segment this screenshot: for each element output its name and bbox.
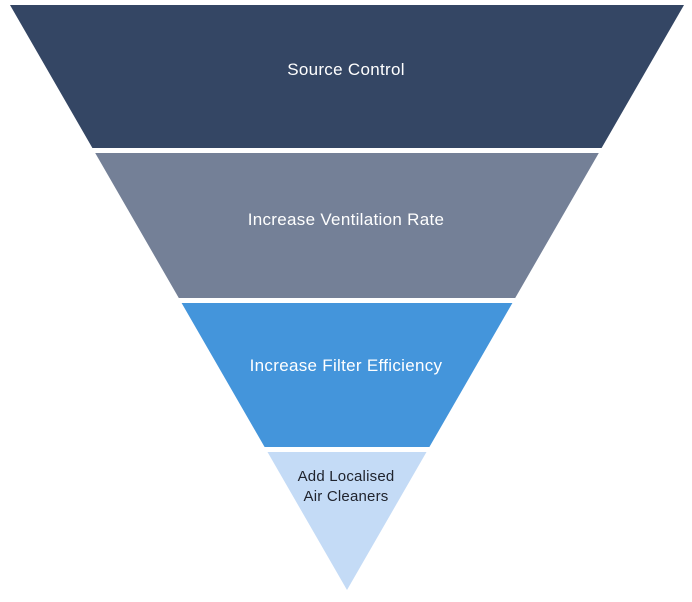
funnel-level-add-localised-air-cleaners: Add Localised Air Cleaners xyxy=(267,452,427,590)
funnel-level-label: Source Control xyxy=(287,60,405,80)
funnel-level-label-line-2: Air Cleaners xyxy=(303,488,389,505)
funnel-level-label: Add Localised Air Cleaners xyxy=(298,467,395,507)
funnel-level-label: Increase Ventilation Rate xyxy=(247,210,445,230)
funnel-level-label-line-1: Add Localised xyxy=(297,468,395,485)
funnel-level-label: Increase Filter Efficiency xyxy=(249,355,443,375)
funnel-level-source-control: Source Control xyxy=(10,5,684,148)
funnel-level-increase-ventilation-rate: Increase Ventilation Rate xyxy=(95,153,599,298)
funnel-level-increase-filter-efficiency: Increase Filter Efficiency xyxy=(181,303,513,447)
